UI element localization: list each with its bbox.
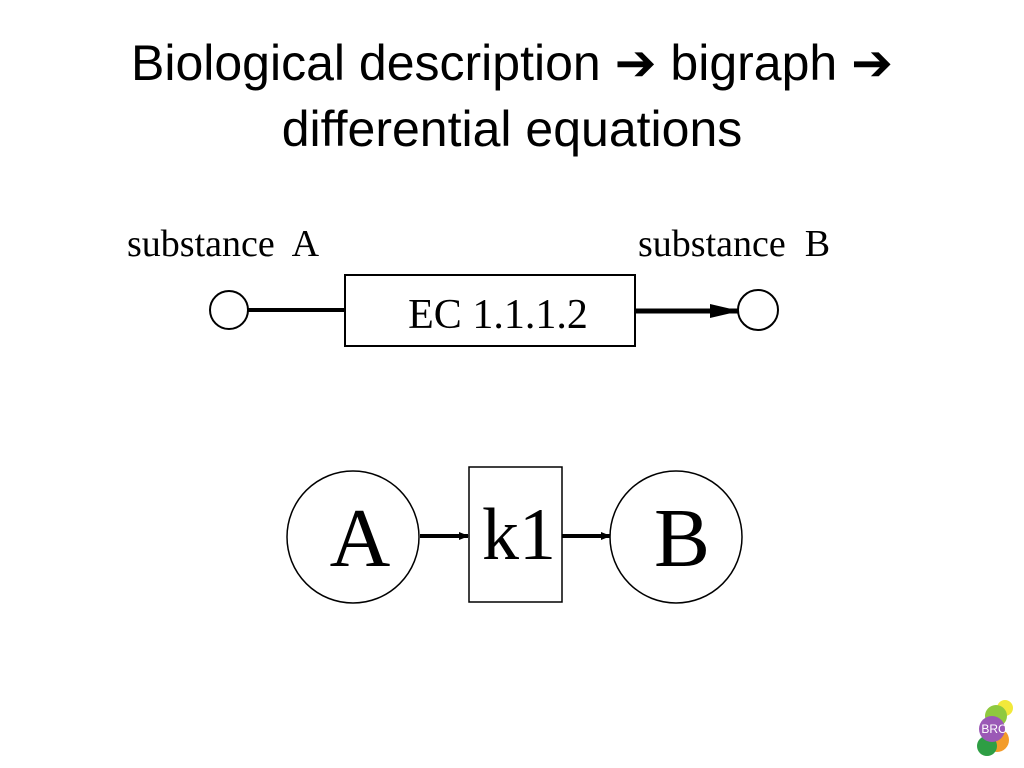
enzyme-label: EC 1.1.1.2 xyxy=(408,292,588,338)
title-part-2: bigraph xyxy=(670,35,838,91)
node-a-label: A xyxy=(330,492,391,585)
title-line-2: differential equations xyxy=(281,101,743,157)
brc-logo: BRC xyxy=(977,700,1013,756)
logo-text: BRC xyxy=(981,722,1007,736)
right-arrow-icon: ➔ xyxy=(851,35,894,91)
title-part-1: Biological description xyxy=(130,35,601,91)
slide-title: Biological description ➔ bigraph ➔ diffe… xyxy=(0,30,1024,162)
substance-b-label: substance B xyxy=(638,223,830,265)
right-arrow-icon: ➔ xyxy=(614,35,657,91)
title-line-1: Biological description ➔ bigraph ➔ xyxy=(0,30,1024,96)
substance-a-node xyxy=(209,290,249,330)
substance-a-label: substance A xyxy=(127,223,320,265)
enzyme-box xyxy=(344,274,636,347)
substance-b-node xyxy=(737,289,779,331)
node-b-circle xyxy=(609,470,743,604)
logo-dot-purple xyxy=(979,716,1005,742)
node-b-label: B xyxy=(654,492,710,585)
node-a-circle xyxy=(286,470,420,604)
rate-label: k1 xyxy=(482,494,556,576)
